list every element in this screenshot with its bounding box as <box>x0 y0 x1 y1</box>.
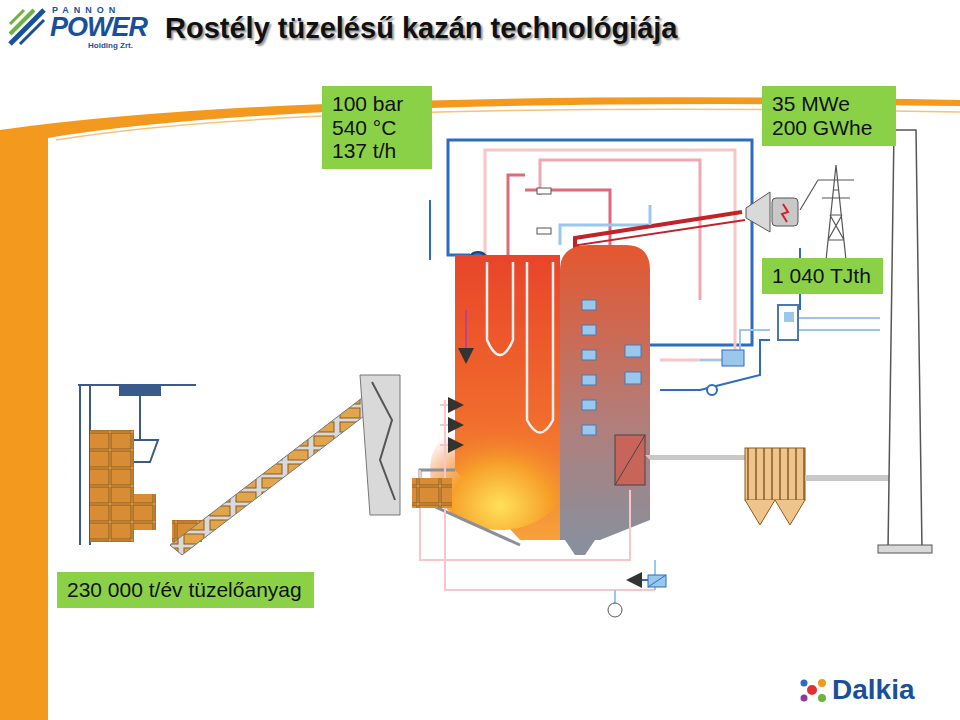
chimney <box>888 130 922 550</box>
bag-filter <box>745 448 805 500</box>
info-box: 1 040 TJth <box>762 258 883 294</box>
economiser <box>582 300 641 435</box>
pump <box>722 350 744 366</box>
company-logo: Dalkia <box>832 674 915 706</box>
page-title: Rostély tüzelésű kazán technológiája <box>165 12 677 45</box>
generator <box>772 198 798 226</box>
condenser <box>778 305 798 340</box>
bale <box>412 478 452 508</box>
feeder <box>360 375 400 515</box>
bag-filter <box>745 500 805 525</box>
info-text: 1 040 TJth <box>772 264 873 288</box>
ash-hopper <box>565 540 595 555</box>
frame-band <box>0 97 960 720</box>
air-lines <box>420 310 660 607</box>
pump <box>707 385 717 395</box>
flue-duct <box>645 455 745 460</box>
turbine <box>746 192 770 232</box>
generator <box>782 204 788 222</box>
fan <box>608 603 622 617</box>
chimney <box>878 545 932 553</box>
air-preheater <box>615 435 645 485</box>
valve <box>537 188 551 194</box>
info-text: 100 bar 540 °C 137 t/h <box>332 92 420 163</box>
second-pass <box>560 245 650 540</box>
logo-text: Holding Zrt. <box>88 41 133 50</box>
logo-text: POWER <box>50 12 147 43</box>
heat-exchanger <box>648 575 666 587</box>
info-text: 35 MWe 200 GWhe <box>772 92 884 139</box>
logo-icon <box>8 6 46 46</box>
conveyor <box>170 388 385 555</box>
pylon <box>800 165 854 260</box>
dalkia-mark <box>801 679 827 702</box>
info-box: 35 MWe 200 GWhe <box>762 86 896 146</box>
info-box: 100 bar 540 °C 137 t/h <box>322 86 432 169</box>
info-box: 230 000 t/év tüzelőanyag <box>57 572 314 608</box>
superheater <box>487 262 570 480</box>
condenser <box>784 312 794 322</box>
info-text: 230 000 t/év tüzelőanyag <box>67 578 304 602</box>
valve <box>537 228 551 234</box>
air-preheater <box>615 435 645 485</box>
heat-exchanger <box>648 575 666 587</box>
feeder <box>372 382 395 500</box>
bale-stack <box>120 494 156 530</box>
